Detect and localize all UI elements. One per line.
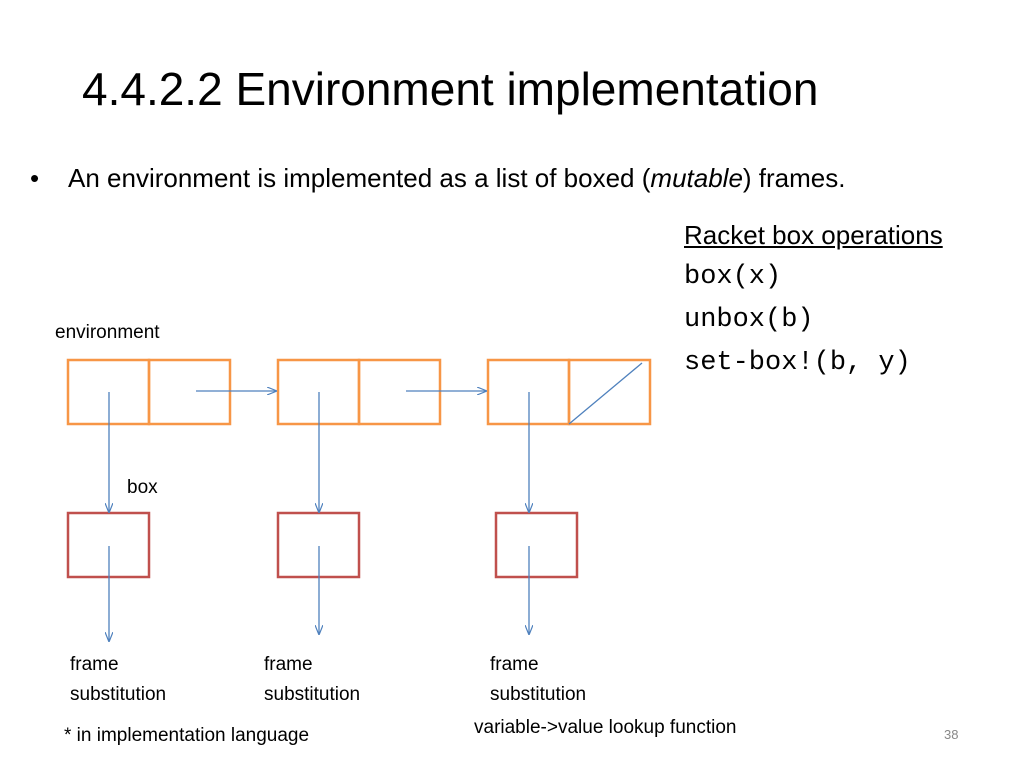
bullet-text-italic: mutable [650, 163, 743, 193]
frame-label-2-line2: substitution [264, 684, 361, 705]
lookup-caption: variable->value lookup function [474, 717, 737, 738]
environment-label: environment [55, 322, 160, 343]
cons-cell-1 [66, 358, 232, 426]
frame-label-2-line1: frame [264, 654, 313, 675]
box-3 [494, 511, 579, 579]
bullet-text-after: ) frames. [742, 163, 846, 193]
slide-title: 4.4.2.2 Environment implementation [82, 63, 819, 115]
box-op-set-box: set-box!(b, y) [684, 348, 911, 378]
bullet-text-before: An environment is implemented as a list … [68, 163, 651, 193]
bullet-text: An environment is implemented as a list … [68, 163, 845, 194]
box-op-unbox: unbox(b) [684, 305, 814, 335]
frame-label-3: frame substitution [490, 650, 586, 710]
frame-label-3-line1: frame [490, 654, 539, 675]
footnote: * in implementation language [64, 725, 310, 746]
box-label: box [127, 477, 158, 498]
frame-label-1-line2: substitution [70, 684, 167, 705]
frame-label-2: frame substitution [264, 650, 360, 710]
null-slash-line [568, 362, 643, 425]
cons-cell-2 [276, 358, 442, 426]
frame-label-1: frame substitution [70, 650, 166, 710]
frame-label-3-line2: substitution [490, 684, 587, 705]
box-op-box: box(x) [684, 262, 782, 292]
frame-label-1-line1: frame [70, 654, 119, 675]
cons-cell-3 [486, 358, 652, 426]
page-number: 38 [944, 727, 959, 742]
bullet-marker: • [30, 163, 40, 193]
box-ops-heading: Racket box operations [684, 220, 943, 250]
